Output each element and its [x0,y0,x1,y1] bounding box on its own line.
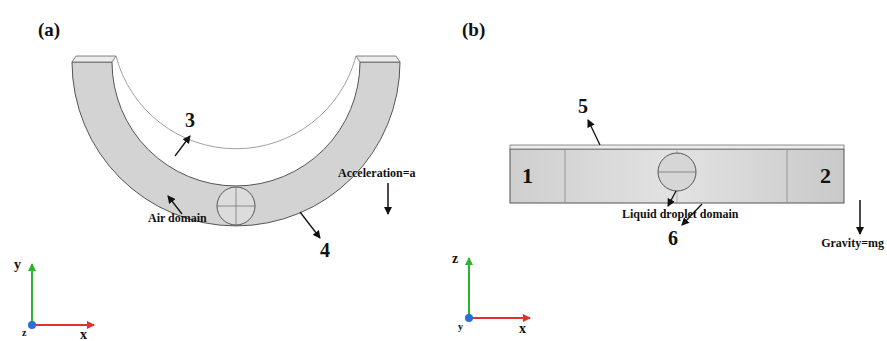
part-label: Air domain [148,212,207,224]
callout-number: 1 [522,165,533,187]
panel-label: (a) [38,20,60,39]
panel-label: (b) [462,20,485,39]
axis-label: z [22,328,26,338]
axis-label: y [458,322,463,332]
callout-number: 5 [578,96,588,116]
axis-label: x [519,322,526,336]
load-label: Gravity=mg [821,237,884,249]
callout-number: 6 [668,228,678,248]
callout-number: 2 [820,165,831,187]
axis-label: x [80,328,87,341]
axis-label: y [14,258,21,272]
callout-number: 3 [185,110,195,130]
callout-number: 4 [320,240,330,260]
part-label: Liquid droplet domain [622,208,738,220]
axis-label: z [452,252,458,266]
load-label: Acceleration=a [338,167,415,179]
